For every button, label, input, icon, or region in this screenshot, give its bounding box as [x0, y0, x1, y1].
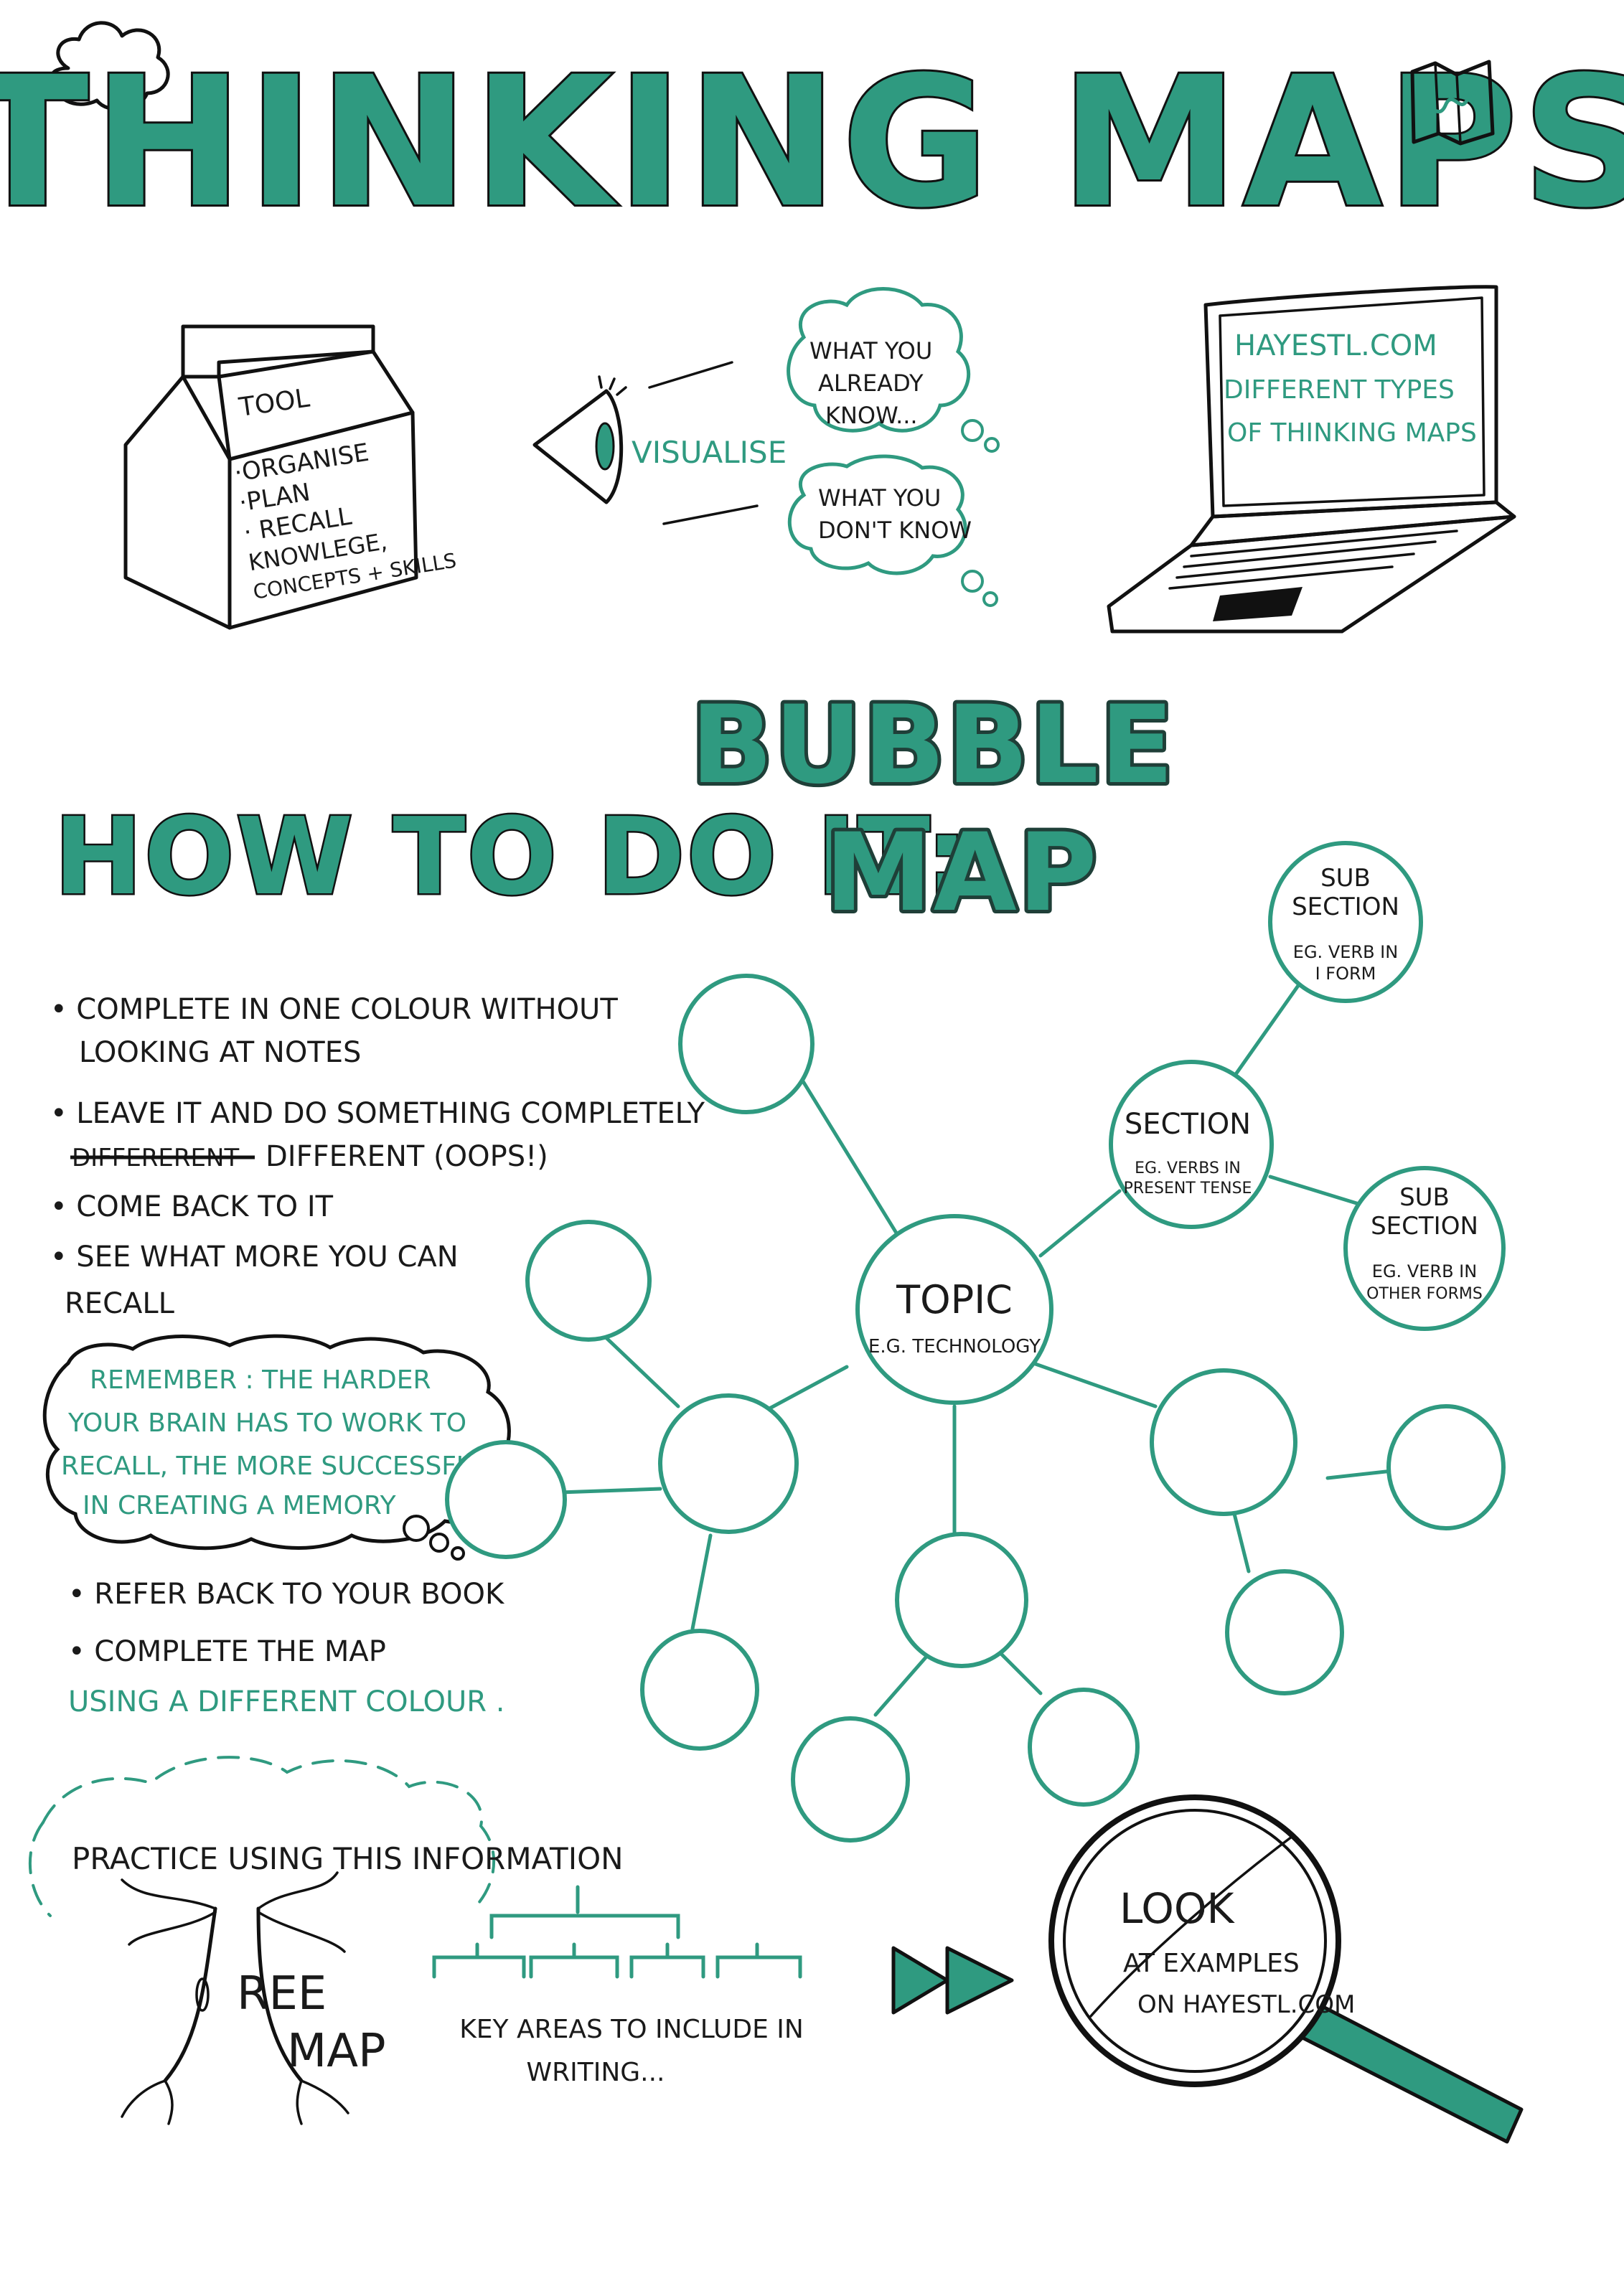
- known-text-line: KNOW...: [825, 402, 918, 429]
- step-item: • SEE WHAT MORE YOU CAN: [50, 1241, 459, 1274]
- tree-word: REE: [237, 1967, 327, 2020]
- look-line: ON HAYESTL.COM: [1137, 1990, 1355, 2019]
- sub-section-bubble: [1268, 841, 1423, 1003]
- sub-section-label: SECTION: [1371, 1212, 1478, 1241]
- step-item: • LEAVE IT AND DO SOMETHING COMPLETELY: [50, 1097, 705, 1130]
- remember-cloud: REMEMBER : THE HARDER YOUR BRAIN HAS TO …: [42, 1334, 511, 1561]
- empty-bubble: [895, 1532, 1028, 1668]
- steps-list-continued: • REFER BACK TO YOUR BOOK • COMPLETE THE…: [68, 1578, 505, 1718]
- empty-bubble: [658, 1393, 799, 1534]
- sub-section-label: SUB: [1399, 1183, 1450, 1212]
- key-areas-line: WRITING...: [527, 2058, 665, 2087]
- key-areas-line: KEY AREAS TO INCLUDE IN: [459, 2015, 804, 2044]
- laptop-icon: [1107, 285, 1516, 634]
- step-item-green: USING A DIFFERENT COLOUR .: [68, 1685, 504, 1718]
- sub-section-label: SECTION: [1292, 893, 1399, 921]
- sub-section-label: SUB: [1320, 864, 1371, 893]
- magnifying-glass-icon: [1048, 1794, 1524, 2144]
- page-title: THINKING MAPS: [0, 38, 1624, 247]
- how-to-heading: HOW TO DO IT:: [54, 795, 970, 918]
- step-item: LOOKING AT NOTES: [79, 1036, 361, 1069]
- look-line: AT EXAMPLES: [1123, 1949, 1300, 1978]
- empty-bubble: [791, 1716, 910, 1843]
- section-example-line: PRESENT TENSE: [1124, 1180, 1252, 1198]
- step-item: RECALL: [65, 1287, 175, 1320]
- remember-line: YOUR BRAIN HAS TO WORK TO: [67, 1408, 466, 1438]
- thought-cloud-icon: [50, 21, 170, 151]
- section-example-line: EG. VERBS IN: [1135, 1159, 1241, 1177]
- remember-line: RECALL, THE MORE SUCCESSFUL: [61, 1452, 489, 1481]
- remember-line: IN CREATING A MEMORY: [83, 1491, 397, 1520]
- known-text-line: WHAT YOU: [809, 337, 932, 364]
- folded-map-icon: [1410, 60, 1495, 146]
- look-heading: LOOK: [1120, 1884, 1236, 1933]
- empty-bubble: [1225, 1569, 1344, 1695]
- empty-bubble: [445, 1440, 567, 1559]
- visualise-label: VISUALISE: [632, 435, 787, 470]
- tool-label: TOOL: [237, 384, 311, 423]
- known-text-line: ALREADY: [818, 370, 924, 397]
- empty-bubble: [640, 1629, 759, 1751]
- tool-box: TOOL ·ORGANISE ·PLAN · RECALL KNOWLEGE, …: [123, 324, 458, 630]
- empty-bubble: [1028, 1688, 1140, 1807]
- step-item: DIFFERENT (OOPS!): [266, 1140, 548, 1173]
- sub-section-example: I FORM: [1315, 964, 1376, 984]
- unknown-text-line: WHAT YOU: [818, 484, 941, 512]
- empty-bubble: [525, 1220, 652, 1342]
- topic-label: TOPIC: [896, 1277, 1013, 1322]
- remember-line: REMEMBER : THE HARDER: [90, 1365, 431, 1395]
- eye-icon: [532, 361, 759, 525]
- practice-label: PRACTICE USING THIS INFORMATION: [72, 1841, 624, 1876]
- laptop-line: DIFFERENT TYPES: [1224, 375, 1455, 405]
- unknown-text-line: DON'T KNOW: [818, 517, 972, 544]
- known-thought-bubble: WHAT YOU ALREADY KNOW...: [787, 287, 1000, 453]
- topic-example: E.G. TECHNOLOGY: [868, 1336, 1041, 1358]
- sub-section-bubble: [1343, 1166, 1506, 1331]
- topic-bubble: [855, 1214, 1053, 1405]
- section-bubble: [1109, 1060, 1274, 1229]
- steps-list: • COMPLETE IN ONE COLOUR WITHOUT LOOKING…: [50, 993, 705, 1320]
- sub-section-example: OTHER FORMS: [1366, 1285, 1483, 1303]
- step-item: • COME BACK TO IT: [50, 1190, 334, 1223]
- laptop-line: HAYESTL.COM: [1234, 329, 1437, 362]
- section-label: SECTION: [1125, 1108, 1251, 1141]
- laptop-line: OF THINKING MAPS: [1227, 418, 1477, 448]
- bubble-map-diagram: TOPIC E.G. TECHNOLOGY SECTION EG. VERBS …: [445, 841, 1506, 1843]
- bubble-title-word: BUBBLE: [691, 683, 1175, 808]
- empty-bubble: [678, 974, 815, 1114]
- sub-section-example: EG. VERB IN: [1372, 1261, 1477, 1281]
- step-item: • COMPLETE THE MAP: [68, 1635, 386, 1668]
- bubble-map-title: BUBBLE MAP: [687, 679, 1178, 939]
- empty-bubble: [1386, 1404, 1506, 1530]
- step-item: • REFER BACK TO YOUR BOOK: [68, 1578, 505, 1611]
- double-arrow-icon: [891, 1946, 1014, 2015]
- map-word: MAP: [287, 2025, 386, 2078]
- step-item: • COMPLETE IN ONE COLOUR WITHOUT: [50, 993, 618, 1026]
- unknown-thought-bubble: WHAT YOU DON'T KNOW: [787, 454, 998, 607]
- bubble-title-word: MAP: [825, 811, 1098, 936]
- sub-section-example: EG. VERB IN: [1293, 942, 1398, 962]
- tree-map-brackets: [432, 1885, 802, 1979]
- empty-bubble: [1150, 1368, 1297, 1516]
- tree-illustration: [28, 1756, 496, 2125]
